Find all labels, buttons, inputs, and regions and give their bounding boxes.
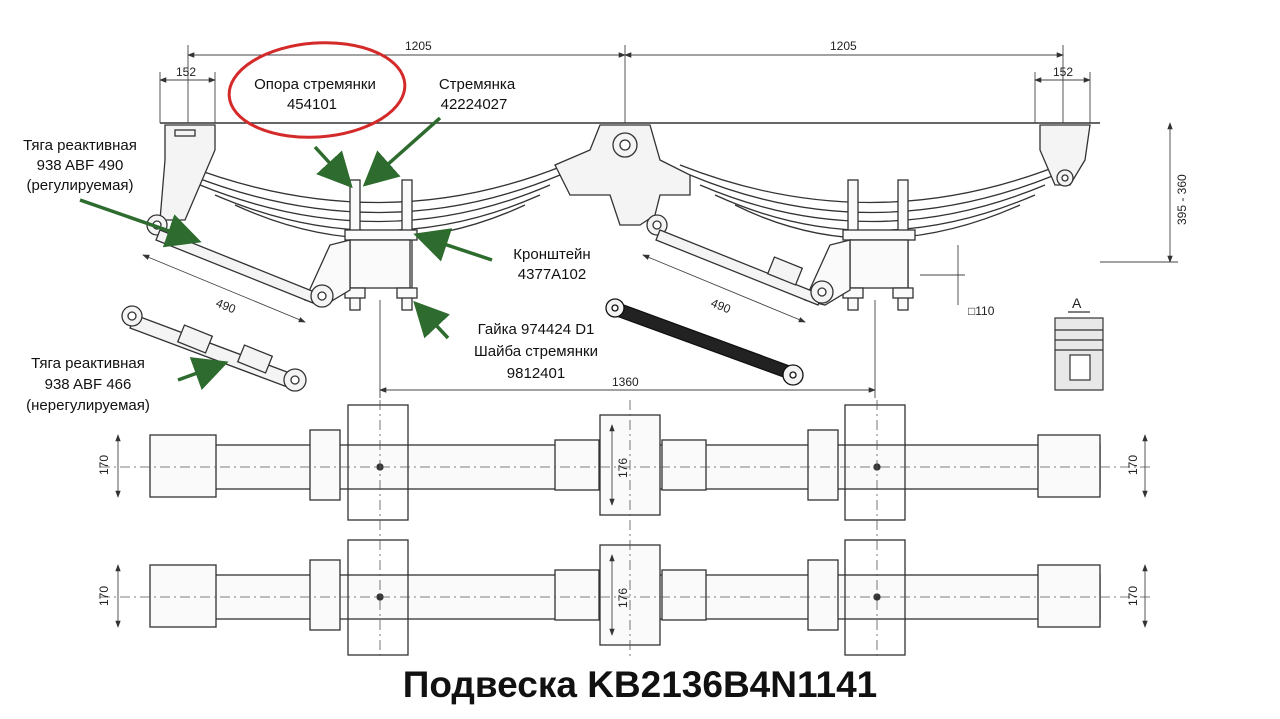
centerlines	[100, 400, 1150, 660]
dim-plan-top-left: 170	[97, 455, 111, 475]
leaf-spring-right	[679, 164, 1061, 240]
callout-tyaga-reg-code: 938 ABF 490	[37, 157, 124, 174]
dim-end-right: 152	[1053, 65, 1073, 79]
callout-arrows	[79, 116, 493, 391]
loose-rod-adjustable	[121, 305, 307, 392]
callout-gaika: Гайка 974424 D1 Шайба стремянки 9812401	[474, 321, 598, 382]
callout-kronshtein-name: Кронштейн	[513, 246, 590, 263]
dim-end-left: 152	[176, 65, 196, 79]
callout-opora: Опора стремянки 454101	[254, 76, 376, 113]
page-title: Подвеска KB2136B4N1141	[402, 664, 878, 705]
plan-dimensions	[115, 424, 1148, 636]
dim-rod-left: 490	[214, 296, 238, 317]
dim-square: □110	[968, 304, 995, 318]
dim-plan-top-right: 170	[1126, 455, 1140, 475]
callout-tyaga-nereg-code: 938 ABF 466	[45, 376, 132, 393]
dim-plan-bottom-right: 170	[1126, 586, 1140, 606]
callout-tyaga-nereg-name: Тяга реактивная	[31, 355, 145, 372]
section-a-detail	[1054, 311, 1104, 391]
callout-tyaga-nereg: Тяга реактивная 938 ABF 466 (нерегулируе…	[26, 355, 150, 414]
dim-plan-bottom-center: 176	[616, 588, 630, 608]
loose-rod-fixed	[605, 298, 804, 386]
callout-stremyanka-name: Стремянка	[439, 76, 516, 93]
dim-top-left: 1205	[405, 39, 432, 53]
dim-height: 395 - 360	[1175, 174, 1189, 225]
dim-top-right: 1205	[830, 39, 857, 53]
dim-plan-top-center: 176	[616, 458, 630, 478]
callout-stremyanka: Стремянка 42224027	[439, 76, 516, 113]
callout-gaika-code: 9812401	[507, 365, 565, 382]
callout-tyaga-reg: Тяга реактивная 938 ABF 490 (регулируема…	[23, 137, 137, 194]
highlight-ellipse	[227, 41, 407, 139]
callout-kronshtein: Кронштейн 4377A102	[513, 246, 590, 283]
callout-gaika-name: Гайка 974424 D1	[478, 321, 595, 338]
rear-hanger	[1039, 124, 1091, 187]
u-bolt-left	[304, 179, 418, 311]
dim-rod-right: 490	[709, 296, 733, 317]
dim-plan-bottom-left: 170	[97, 586, 111, 606]
reaction-rod-right	[655, 229, 834, 306]
callout-kronshtein-code: 4377A102	[518, 266, 586, 283]
callout-gaika-washer: Шайба стремянки	[474, 343, 598, 360]
reaction-rod-left	[155, 229, 334, 308]
callout-tyaga-reg-note: (регулируемая)	[26, 177, 133, 194]
callout-tyaga-reg-name: Тяга реактивная	[23, 137, 137, 154]
callout-opora-name: Опора стремянки	[254, 76, 376, 93]
callout-tyaga-nereg-note: (нерегулируемая)	[26, 397, 150, 414]
dim-axle-spacing: 1360	[612, 375, 639, 389]
callout-opora-code: 454101	[287, 96, 337, 113]
rod-dimensions	[142, 254, 876, 398]
section-a-label: A	[1072, 295, 1082, 311]
center-bracket	[554, 124, 691, 236]
callout-stremyanka-code: 42224027	[441, 96, 508, 113]
